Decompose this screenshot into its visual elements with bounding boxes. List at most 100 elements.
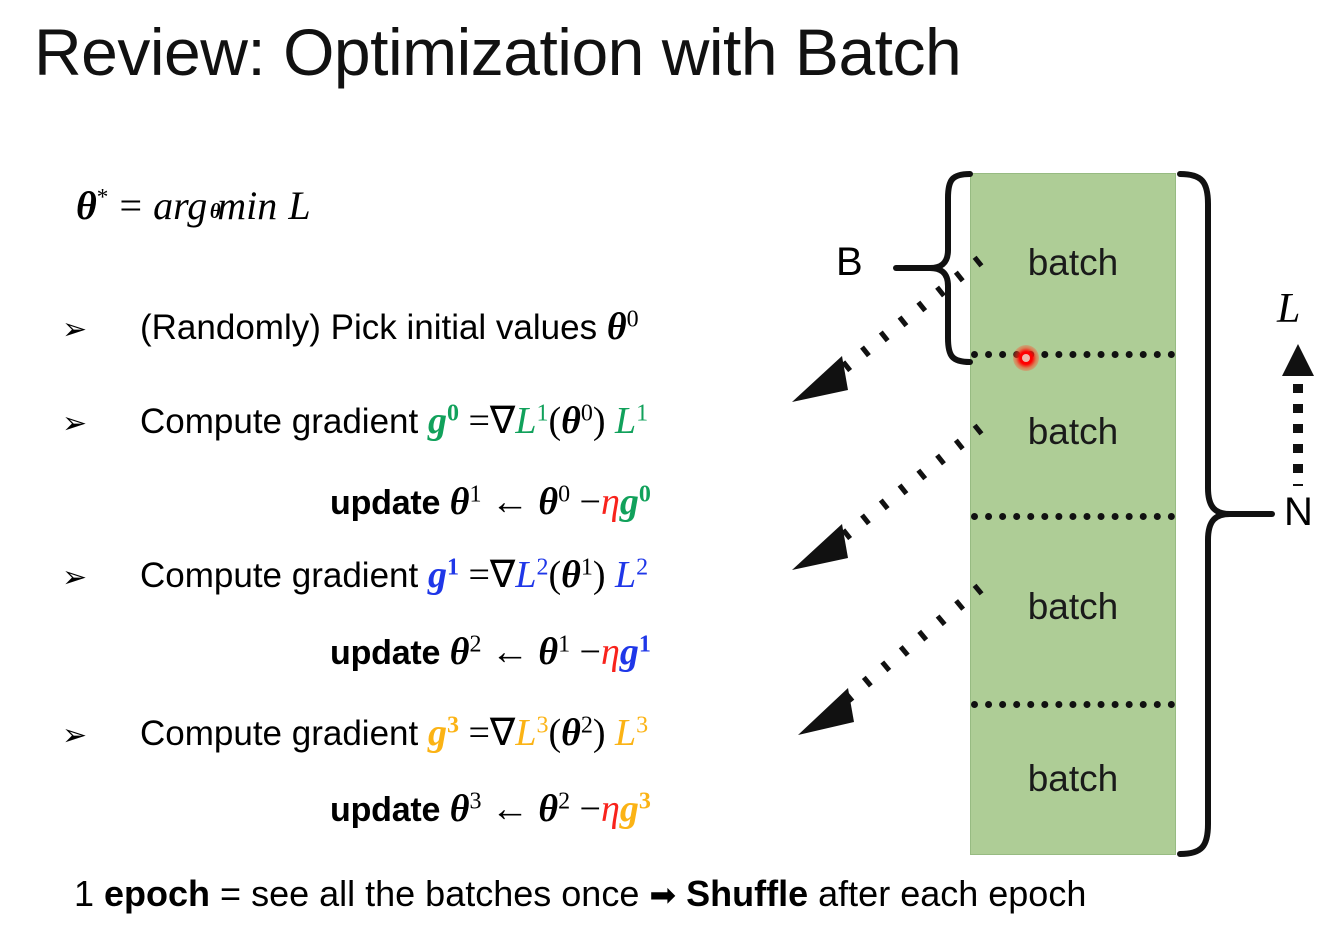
- trailing-loss-L2-exponent: 2: [636, 554, 649, 581]
- update-2-assign-arrow-icon: ←: [490, 631, 529, 673]
- update-1-rhs-theta: θ: [538, 481, 559, 523]
- batch-pointer-arrow-1: [792, 255, 984, 402]
- page-title: Review: Optimization with Batch: [34, 15, 962, 89]
- brace-N-label: N: [1284, 490, 1313, 534]
- step-text-gradient-0: Compute gradient: [140, 402, 428, 441]
- paren-open-1: (: [548, 554, 562, 596]
- paren-close-0: ): [592, 400, 606, 442]
- gradient-symbol-g1: g: [427, 554, 447, 596]
- update-2-rhs-theta: θ: [538, 631, 559, 673]
- epoch-definition-line: 1 epoch = see all the batches once➡Shuff…: [74, 873, 1086, 915]
- trailing-loss-L1-exponent: 1: [636, 400, 649, 427]
- right-arrow-icon: ➡: [649, 876, 677, 914]
- update-1-lhs-exponent: 1: [469, 481, 482, 508]
- update-2-minus: −: [579, 631, 601, 673]
- epoch-count: 1: [74, 873, 105, 914]
- trailing-loss-L2: L: [615, 554, 637, 596]
- nabla-icon: ∇: [489, 712, 516, 754]
- update-label-2: update: [330, 634, 441, 672]
- arg-theta-3: θ: [561, 712, 581, 754]
- arg-theta-0-exponent: 0: [580, 400, 593, 427]
- batch-cell: batch: [1027, 411, 1119, 452]
- update-3-assign-arrow-icon: ←: [490, 788, 529, 830]
- paren-open-3: (: [548, 712, 562, 754]
- loss-symbol-L2: L: [515, 554, 537, 596]
- trailing-loss-L3-exponent: 3: [636, 712, 649, 739]
- gradient-symbol-g1-exponent: 1: [446, 554, 459, 581]
- bullet-arrow-icon: ➢: [62, 560, 88, 595]
- update-1-lhs-theta: θ: [449, 481, 470, 523]
- epoch-middle-text: = see all the batches once: [210, 873, 640, 914]
- nabla-icon: ∇: [489, 400, 516, 442]
- arg-theta-1: θ: [561, 554, 581, 596]
- update-2-lhs-theta: θ: [449, 631, 470, 673]
- update-3-minus: −: [579, 788, 601, 830]
- step-text-gradient-1: Compute gradient: [140, 556, 428, 595]
- objective-star: *: [96, 184, 109, 211]
- update-1-assign-arrow-icon: ←: [490, 481, 529, 523]
- gradient-symbol-g3: g: [427, 712, 447, 754]
- objective-loss: L: [288, 183, 311, 228]
- loss-symbol-L3-exponent: 3: [536, 712, 549, 739]
- shuffle-word: Shuffle: [686, 873, 809, 914]
- brace-B-label: B: [836, 240, 863, 284]
- step-text-initial-values: (Randomly) Pick initial values: [140, 308, 607, 347]
- update-1-rhs-exponent: 0: [558, 481, 571, 508]
- batch-cell: batch: [1027, 241, 1119, 283]
- step-row-gradient-1: ➢Compute gradient g1 =∇L2(θ1) L2: [62, 552, 648, 597]
- step-row-initial-values: ➢ (Randomly) Pick initial values θ0: [62, 305, 639, 349]
- step-text-gradient-3: Compute gradient: [140, 714, 428, 753]
- gradient-equals-0: =: [468, 400, 490, 442]
- step-math-theta0: θ: [606, 306, 627, 348]
- gradient-equals-3: =: [468, 712, 490, 754]
- objective-equals: =: [119, 183, 143, 228]
- arg-theta-0: θ: [561, 400, 581, 442]
- brace-B: [893, 171, 973, 365]
- axis-up-arrow-icon: [1282, 344, 1314, 486]
- brace-N: [1177, 171, 1275, 857]
- batch-cell: batch: [1027, 757, 1119, 799]
- update-1-g: g: [619, 481, 639, 523]
- objective-argmin-subscript: θ: [209, 199, 221, 223]
- batch-pointer-arrow-2: [792, 423, 984, 570]
- update-label-3: update: [330, 791, 441, 829]
- loss-symbol-L1-exponent: 1: [536, 400, 549, 427]
- cursor-click-marker: [1013, 345, 1039, 371]
- update-2-rhs-exponent: 1: [558, 631, 571, 658]
- gradient-symbol-g0: g: [427, 400, 447, 442]
- arg-theta-1-exponent: 1: [580, 554, 593, 581]
- paren-open-0: (: [548, 400, 562, 442]
- loss-symbol-L2-exponent: 2: [536, 554, 549, 581]
- update-row-2: update θ2 ← θ1 −ηg1: [330, 630, 651, 674]
- batch-divider: [971, 701, 1175, 708]
- objective-theta: θ: [76, 183, 97, 228]
- nabla-icon: ∇: [489, 554, 516, 596]
- trailing-loss-L3: L: [615, 712, 637, 754]
- paren-close-1: ): [592, 554, 606, 596]
- update-2-g: g: [619, 631, 639, 673]
- gradient-symbol-g0-exponent: 0: [446, 400, 459, 427]
- axis-L-label: L: [1277, 286, 1301, 332]
- update-1-g-exponent: 0: [638, 481, 651, 508]
- bullet-arrow-icon: ➢: [62, 312, 88, 347]
- epoch-tail-text: after each epoch: [808, 873, 1087, 914]
- update-3-rhs-exponent: 2: [558, 788, 571, 815]
- update-3-g-exponent: 3: [638, 788, 651, 815]
- update-1-eta: η: [600, 481, 620, 523]
- objective-equation: θ* = arg min θ L: [76, 182, 311, 229]
- objective-argmin-text: arg min: [153, 183, 278, 228]
- update-row-1: update θ1 ← θ0 −ηg0: [330, 480, 651, 524]
- step-row-gradient-3: ➢Compute gradient g3 =∇L3(θ2) L3: [62, 710, 648, 755]
- update-row-3: update θ3 ← θ2 −ηg3: [330, 787, 651, 831]
- bullet-arrow-icon: ➢: [62, 718, 88, 753]
- batch-divider: [971, 513, 1175, 520]
- batch-pointer-arrow-3: [798, 583, 984, 735]
- update-3-g: g: [619, 788, 639, 830]
- loss-symbol-L1: L: [515, 400, 537, 442]
- update-2-lhs-exponent: 2: [469, 631, 482, 658]
- batch-cell: batch: [1027, 586, 1119, 627]
- update-2-g-exponent: 1: [638, 631, 651, 658]
- update-3-lhs-theta: θ: [449, 788, 470, 830]
- loss-symbol-L3: L: [515, 712, 537, 754]
- step-math-theta0-exponent: 0: [626, 306, 639, 333]
